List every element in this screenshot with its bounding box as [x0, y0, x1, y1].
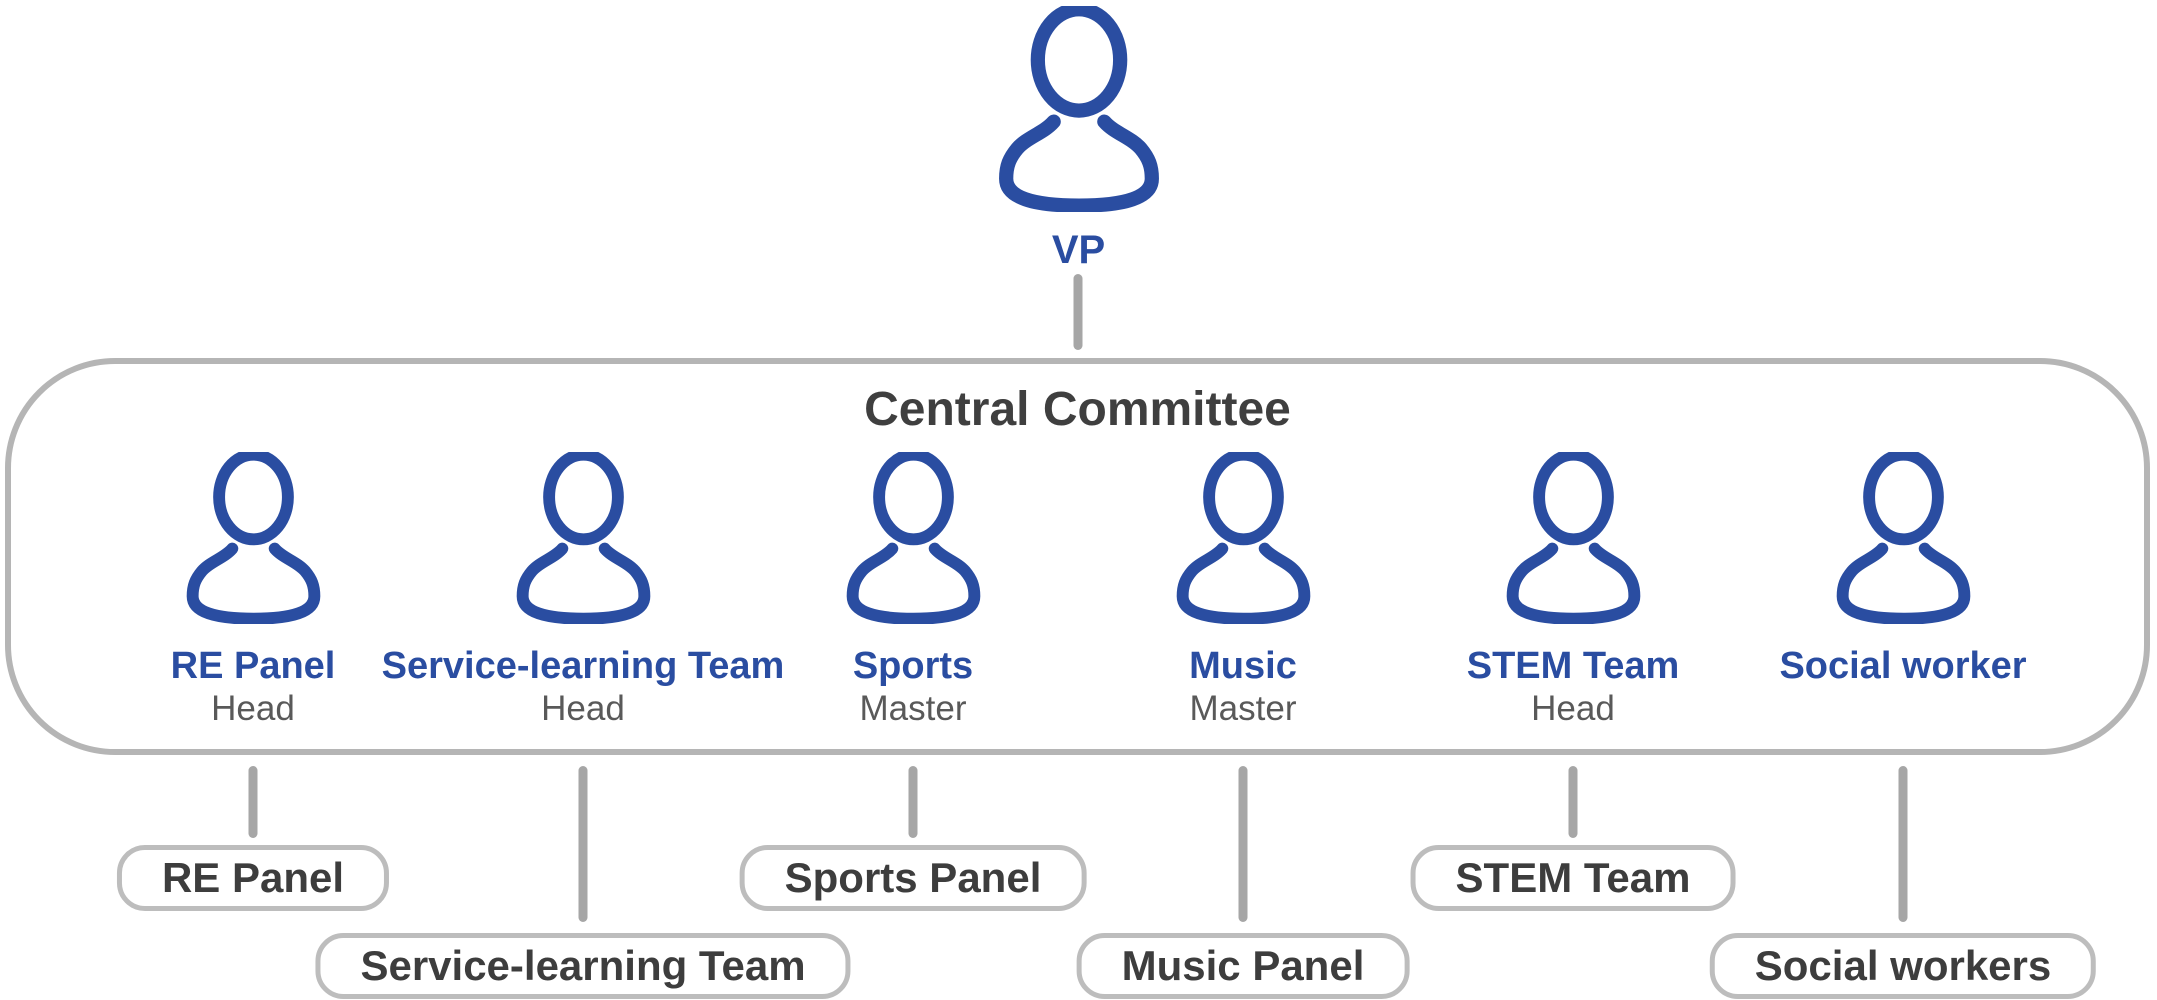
- member-role: Master: [1189, 688, 1297, 728]
- vp-node: VP: [0, 6, 2157, 272]
- connector-vp-to-committee: [1073, 274, 1083, 350]
- subunit-box-stem-team: STEM Team: [1410, 845, 1736, 911]
- subunit-label: STEM Team: [1455, 854, 1691, 901]
- connector-service-learning: [578, 766, 588, 922]
- vp-label: VP: [1051, 228, 1106, 272]
- member-name: Service-learning Team: [381, 645, 785, 687]
- subunit-label: Music Panel: [1121, 942, 1365, 989]
- committee-member-music: Music Master: [1073, 452, 1413, 728]
- connector-re-panel: [248, 766, 258, 838]
- person-icon: [1506, 452, 1640, 624]
- committee-member-social-worker: Social worker: [1733, 452, 2073, 690]
- member-name: STEM Team: [1466, 645, 1680, 687]
- connector-stem-team: [1568, 766, 1578, 838]
- person-icon: [846, 452, 980, 624]
- committee-member-re-panel: RE Panel Head: [83, 452, 423, 728]
- person-icon: [998, 6, 1159, 212]
- committee-member-stem: STEM Team Head: [1403, 452, 1743, 728]
- person-icon: [516, 452, 650, 624]
- connector-social-workers: [1898, 766, 1908, 922]
- central-committee-box: Central Committee: [5, 358, 2150, 755]
- committee-member-service-learning: Service-learning Team Head: [382, 452, 784, 728]
- member-role: Head: [541, 688, 625, 728]
- member-name: Sports: [852, 645, 974, 687]
- person-icon: [1836, 452, 1970, 624]
- subunit-box-sports-panel: Sports Panel: [739, 845, 1087, 911]
- subunit-box-music-panel: Music Panel: [1076, 933, 1410, 999]
- person-icon: [186, 452, 320, 624]
- subunit-label: Service-learning Team: [360, 942, 806, 989]
- member-name: Social worker: [1779, 645, 2027, 687]
- member-role: Head: [1531, 688, 1615, 728]
- connector-sports-panel: [908, 766, 918, 838]
- committee-title: Central Committee: [864, 383, 1291, 436]
- subunit-label: RE Panel: [161, 854, 345, 901]
- member-role: Head: [211, 688, 295, 728]
- connector-music-panel: [1238, 766, 1248, 922]
- committee-member-sports: Sports Master: [743, 452, 1083, 728]
- subunit-label: Social workers: [1754, 942, 2052, 989]
- subunit-box-re-panel: RE Panel: [116, 845, 390, 911]
- member-role: Master: [859, 688, 967, 728]
- member-name: RE Panel: [170, 645, 336, 687]
- subunit-label: Sports Panel: [784, 854, 1042, 901]
- subunit-box-service-learning-team: Service-learning Team: [315, 933, 851, 999]
- person-icon: [1176, 452, 1310, 624]
- member-name: Music: [1189, 645, 1297, 687]
- subunit-box-social-workers: Social workers: [1709, 933, 2097, 999]
